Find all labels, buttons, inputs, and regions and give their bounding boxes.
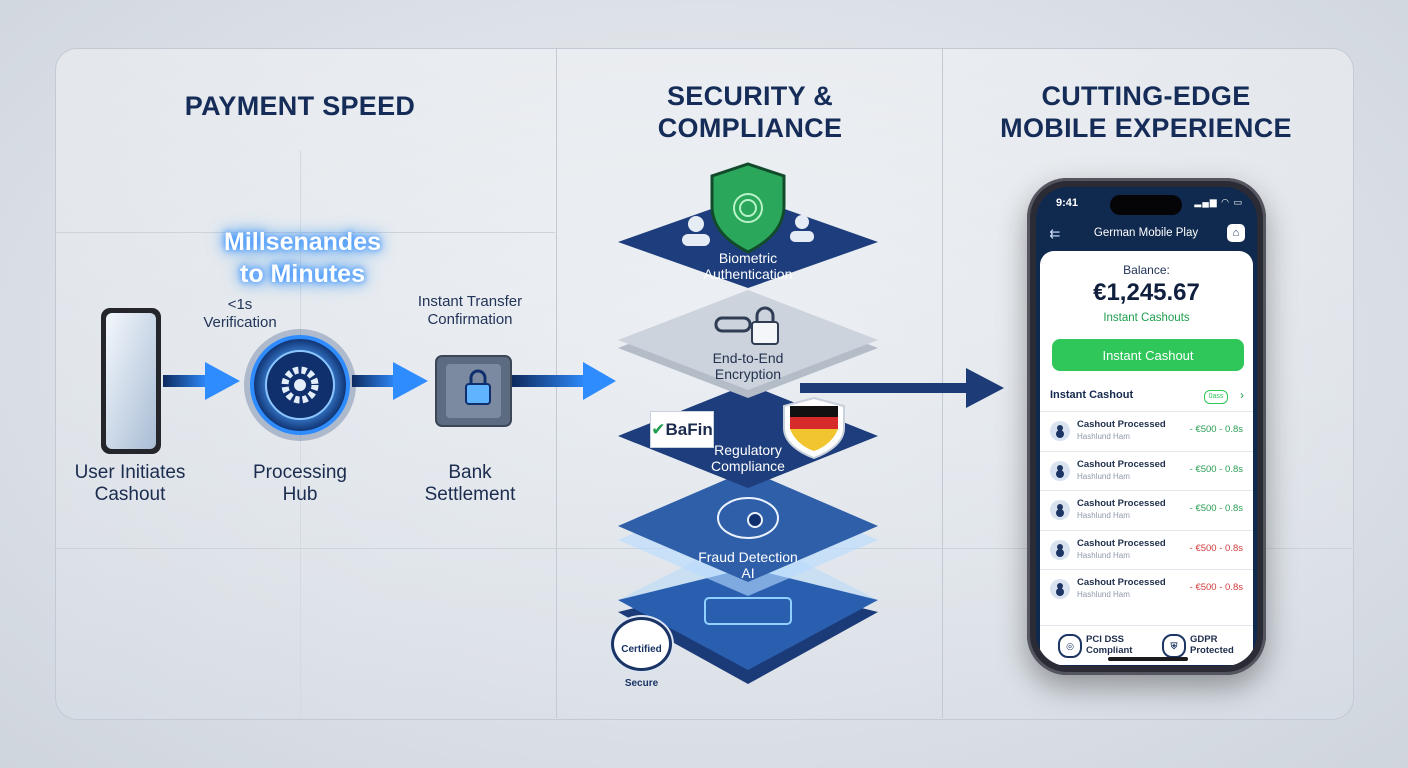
transaction-amount: - €500 - 0.8s bbox=[1189, 424, 1243, 435]
user-avatar-icon bbox=[1050, 539, 1070, 560]
user-avatar-icon bbox=[1050, 421, 1070, 441]
balance-label: Balance: bbox=[1123, 263, 1170, 277]
transaction-title: Cashout Processed bbox=[1077, 577, 1166, 588]
balance-card: Balance: €1,245.67 Instant Cashouts Inst… bbox=[1040, 251, 1253, 665]
user-phone-icon bbox=[101, 308, 161, 454]
app-bar: ⇇ German Mobile Play ⌂ bbox=[1036, 221, 1257, 247]
bafin-check-icon: ✔ bbox=[651, 420, 666, 439]
user-avatar-icon bbox=[1050, 579, 1070, 599]
processing-hub-gear-icon bbox=[244, 329, 356, 441]
home-indicator bbox=[1108, 657, 1188, 661]
transaction-title: Cashout Processed bbox=[1077, 458, 1166, 470]
instant-cashout-button[interactable]: Instant Cashout bbox=[1052, 339, 1244, 371]
shield-check-icon: ◎ bbox=[1058, 634, 1082, 658]
payment-speed-title: PAYMENT SPEED bbox=[184, 91, 416, 121]
transaction-subtitle: Hashlund Ham bbox=[1077, 471, 1130, 481]
toggle-switch[interactable]: 0ass bbox=[1204, 390, 1228, 404]
dynamic-island bbox=[1110, 195, 1182, 215]
transaction-amount: - €500 - 0.8s bbox=[1189, 463, 1243, 475]
security-title: SECURITY &COMPLIANCE bbox=[657, 81, 843, 143]
section-title: Instant Cashout bbox=[1050, 389, 1134, 401]
transaction-subtitle: Hashlund Ham bbox=[1077, 590, 1130, 599]
flow-arrow bbox=[512, 362, 616, 400]
back-icon[interactable]: ⇇ bbox=[1049, 226, 1061, 241]
phone-screen: 9:41 ▂▄▆ ◠ ▭ ⇇ German Mobile Play ⌂ Bala… bbox=[1036, 187, 1257, 666]
transaction-subtitle: Hashlund Ham bbox=[1077, 550, 1130, 560]
grid-line bbox=[55, 232, 555, 233]
flow-arrow bbox=[163, 362, 240, 400]
status-time: 9:41 bbox=[1056, 197, 1079, 209]
transaction-subtitle: Hashlund Ham bbox=[1077, 432, 1130, 441]
flow-arrow-to-mobile bbox=[800, 368, 1004, 408]
transaction-title: Cashout Processed bbox=[1077, 498, 1166, 509]
transaction-amount: - €500 - 0.8s bbox=[1189, 542, 1243, 554]
gdpr-shield-icon: ⛨ bbox=[1162, 634, 1186, 658]
chevron-right-icon[interactable]: › bbox=[1240, 388, 1244, 402]
flow-arrow bbox=[352, 362, 428, 400]
transaction-title: Cashout Processed bbox=[1077, 419, 1166, 430]
transaction-amount: - €500 - 0.8s bbox=[1189, 582, 1243, 593]
transaction-amount: - €500 - 0.8s bbox=[1189, 503, 1243, 514]
cashout-section-header[interactable]: Instant Cashout 0ass › bbox=[1050, 388, 1246, 405]
transaction-title: Cashout Processed bbox=[1077, 537, 1166, 549]
user-avatar-icon bbox=[1050, 500, 1070, 520]
app-title: German Mobile Play bbox=[1093, 227, 1199, 239]
bank-vault-lock-icon bbox=[435, 355, 512, 427]
security-stack bbox=[618, 162, 878, 684]
home-icon[interactable]: ⌂ bbox=[1227, 224, 1245, 242]
balance-value: €1,245.67 bbox=[1093, 279, 1200, 306]
user-avatar-icon bbox=[1050, 460, 1070, 481]
bafin-logo: ✔BaFin bbox=[650, 411, 714, 448]
balance-subtitle: Instant Cashouts bbox=[1103, 312, 1190, 324]
status-icons: ▂▄▆ ◠ ▭ bbox=[1194, 197, 1243, 207]
transaction-subtitle: Hashlund Ham bbox=[1077, 511, 1130, 520]
